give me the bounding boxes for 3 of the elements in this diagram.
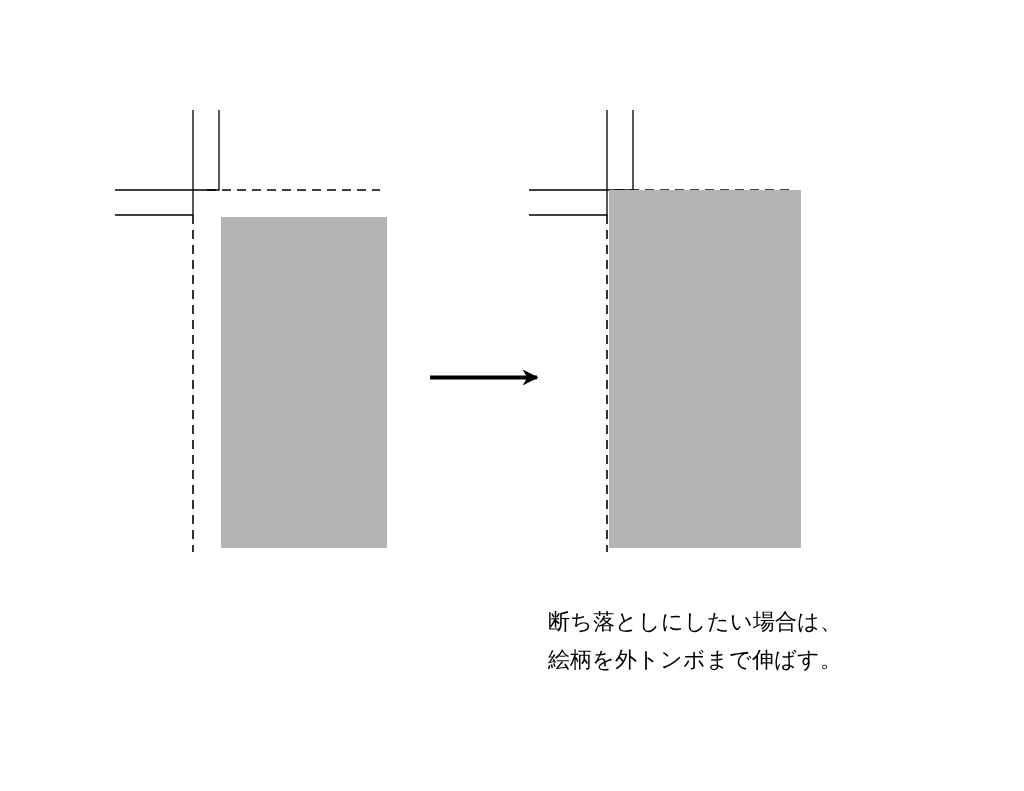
artwork-area (221, 217, 387, 548)
arrow (430, 369, 539, 386)
note-text: 断ち落としにしたい場合は、絵柄を外トンボまで伸ばす。 (548, 608, 843, 674)
